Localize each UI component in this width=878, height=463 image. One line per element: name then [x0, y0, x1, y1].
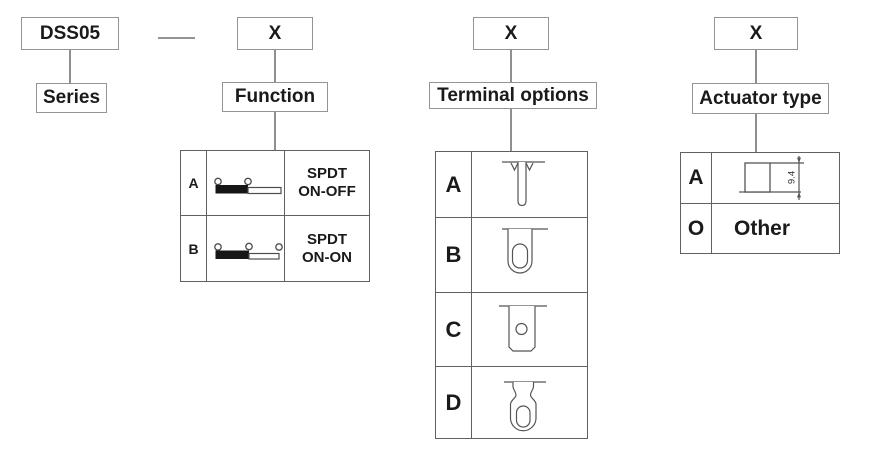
actuator-option-a-diagram-cell: 9.4: [712, 153, 839, 204]
function-connector-line-bottom: [274, 112, 276, 150]
terminal-table: A B C D: [435, 151, 588, 439]
terminal-option-key-c: C: [436, 293, 472, 367]
terminal-option-key-b: B: [436, 218, 472, 293]
actuator-connector-line-top: [755, 50, 757, 83]
terminal-code-box: X: [473, 17, 549, 50]
actuator-label: Actuator type: [699, 87, 822, 109]
keyhole-solder-lug-terminal-icon: [503, 380, 546, 431]
function-option-a-desc-line2: ON-OFF: [298, 183, 356, 200]
function-label: Function: [234, 86, 316, 107]
function-option-b-desc-line2: ON-ON: [302, 248, 352, 266]
function-option-key-b: B: [181, 216, 207, 281]
flat-lug-round-hole-terminal-icon: [498, 305, 547, 352]
terminal-option-d-diagram-cell: [472, 367, 587, 438]
terminal-label-box: Terminal options: [429, 82, 597, 109]
terminal-connector-line-top: [510, 50, 512, 82]
actuator-connector-line-bottom: [755, 114, 757, 152]
function-code: X: [268, 22, 282, 44]
series-code-box: DSS05: [21, 17, 119, 50]
spdt-on-on-switch-icon: [213, 242, 283, 260]
actuator-code: X: [749, 22, 763, 44]
function-option-b-diagram-cell: [207, 216, 285, 281]
function-table: A SPDT ON-OFF B SPDT ON-ON: [180, 150, 370, 282]
terminal-connector-line-bottom: [510, 109, 512, 151]
dimension-arrow-up-icon: [796, 157, 801, 163]
terminal-option-c-diagram-cell: [472, 293, 587, 367]
actuator-option-o-description: Other: [712, 204, 839, 253]
actuator-code-box: X: [714, 17, 798, 50]
terminal-option-key-d: D: [436, 367, 472, 438]
function-connector-line-top: [274, 50, 276, 82]
spdt-on-off-switch-icon: [213, 177, 282, 194]
actuator-option-key-a: A: [681, 153, 712, 204]
series-code: DSS05: [39, 22, 101, 44]
actuator-height-drawing-icon: 9.4: [738, 155, 804, 200]
function-option-b-description: SPDT ON-ON: [285, 216, 369, 281]
series-connector-line: [69, 50, 71, 83]
function-option-a-diagram-cell: [207, 151, 285, 216]
terminal-label: Terminal options: [437, 84, 589, 106]
dimension-arrow-down-icon: [796, 191, 801, 197]
terminal-option-b-diagram-cell: [472, 218, 587, 293]
actuator-label-box: Actuator type: [692, 83, 829, 114]
function-option-key-a: A: [181, 151, 207, 216]
round-bottom-solder-lug-terminal-icon: [501, 228, 548, 274]
actuator-option-key-o: O: [681, 204, 712, 253]
function-code-box: X: [237, 17, 313, 50]
actuator-other-label: Other: [734, 216, 791, 240]
straight-pcb-pin-terminal-icon: [501, 161, 545, 207]
actuator-dimension-label: 9.4: [786, 170, 797, 183]
series-label: Series: [42, 87, 101, 108]
function-option-b-desc-line1: SPDT: [306, 230, 347, 248]
terminal-option-a-diagram-cell: [472, 152, 587, 218]
separator-dash: [158, 37, 195, 39]
terminal-code: X: [504, 22, 518, 44]
function-label-box: Function: [222, 82, 328, 112]
actuator-table: A 9.4 O Other: [680, 152, 840, 254]
series-label-box: Series: [36, 83, 107, 113]
terminal-option-key-a: A: [436, 152, 472, 218]
function-option-a-desc-line1: SPDT: [306, 165, 347, 182]
function-option-a-description: SPDT ON-OFF: [285, 151, 369, 216]
